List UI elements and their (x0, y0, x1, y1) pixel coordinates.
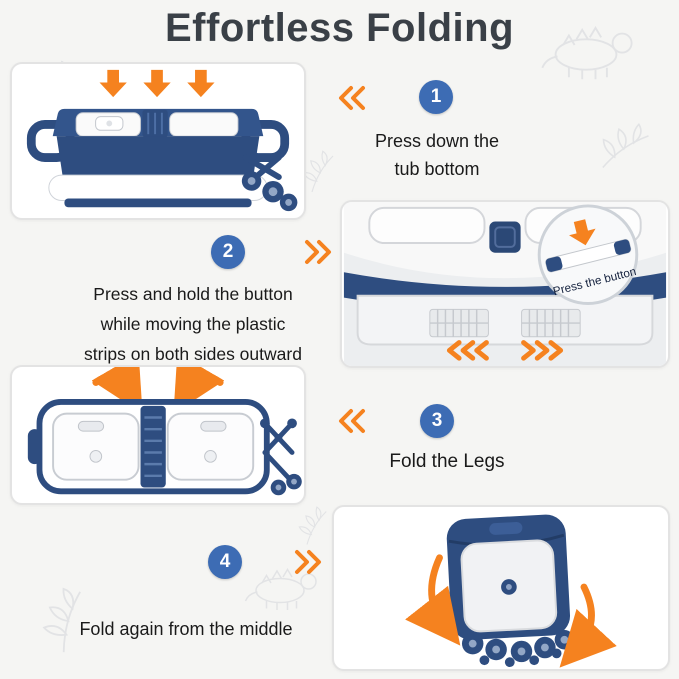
magnifier-callout: Press the button (537, 204, 639, 305)
page-title: Effortless Folding (165, 6, 514, 50)
step3-image-panel (10, 365, 306, 505)
chevron-left-step3-icon (339, 409, 365, 433)
vent-grilles (429, 308, 581, 338)
press-down-tub-illustration (26, 69, 298, 212)
step3-text: Fold the Legs (377, 448, 517, 477)
press-down-arrows-icon (99, 69, 215, 98)
fold-legs-illustration (27, 367, 302, 496)
step1-text-line: tub bottom (394, 158, 480, 179)
step3-number-badge: 3 (420, 404, 454, 438)
chevron-right-step4-icon (295, 550, 321, 574)
chevron-right-step2-icon (305, 240, 331, 264)
button-closeup-illustration: Press the button (343, 202, 667, 366)
folded-legs (241, 154, 298, 212)
step4-text-line: Fold again from the middle (79, 619, 293, 639)
slide-outward-chevrons-icon (446, 340, 564, 361)
step2-text-line: while moving the plastic (100, 313, 286, 334)
step3-text-line: Fold the Legs (389, 451, 505, 472)
step2-text-line: Press and hold the button (93, 284, 293, 304)
fold-direction-arrows-icon (405, 554, 617, 668)
step1-text: Press down the tub bottom (347, 128, 527, 184)
folded-legs (260, 418, 302, 496)
step2-text-line: strips on both sides outward (84, 343, 302, 364)
step2-text: Press and hold the button while moving t… (37, 280, 349, 369)
step1-image-panel (10, 62, 306, 220)
folded-upright-tub-illustration (405, 514, 617, 668)
fold-inward-arrows-icon (91, 367, 225, 414)
step2-image-panel: Press the button (340, 200, 670, 368)
step4-number-badge: 4 (208, 545, 242, 579)
step2-number-badge: 2 (211, 235, 245, 269)
step1-text-line: Press down the (374, 131, 500, 151)
step4-text: Fold again from the middle (36, 616, 336, 643)
press-arrow-icon (569, 219, 596, 246)
step1-number-badge: 1 (419, 80, 453, 114)
step4-image-panel (332, 505, 670, 671)
chevron-left-step1-icon (339, 86, 365, 110)
